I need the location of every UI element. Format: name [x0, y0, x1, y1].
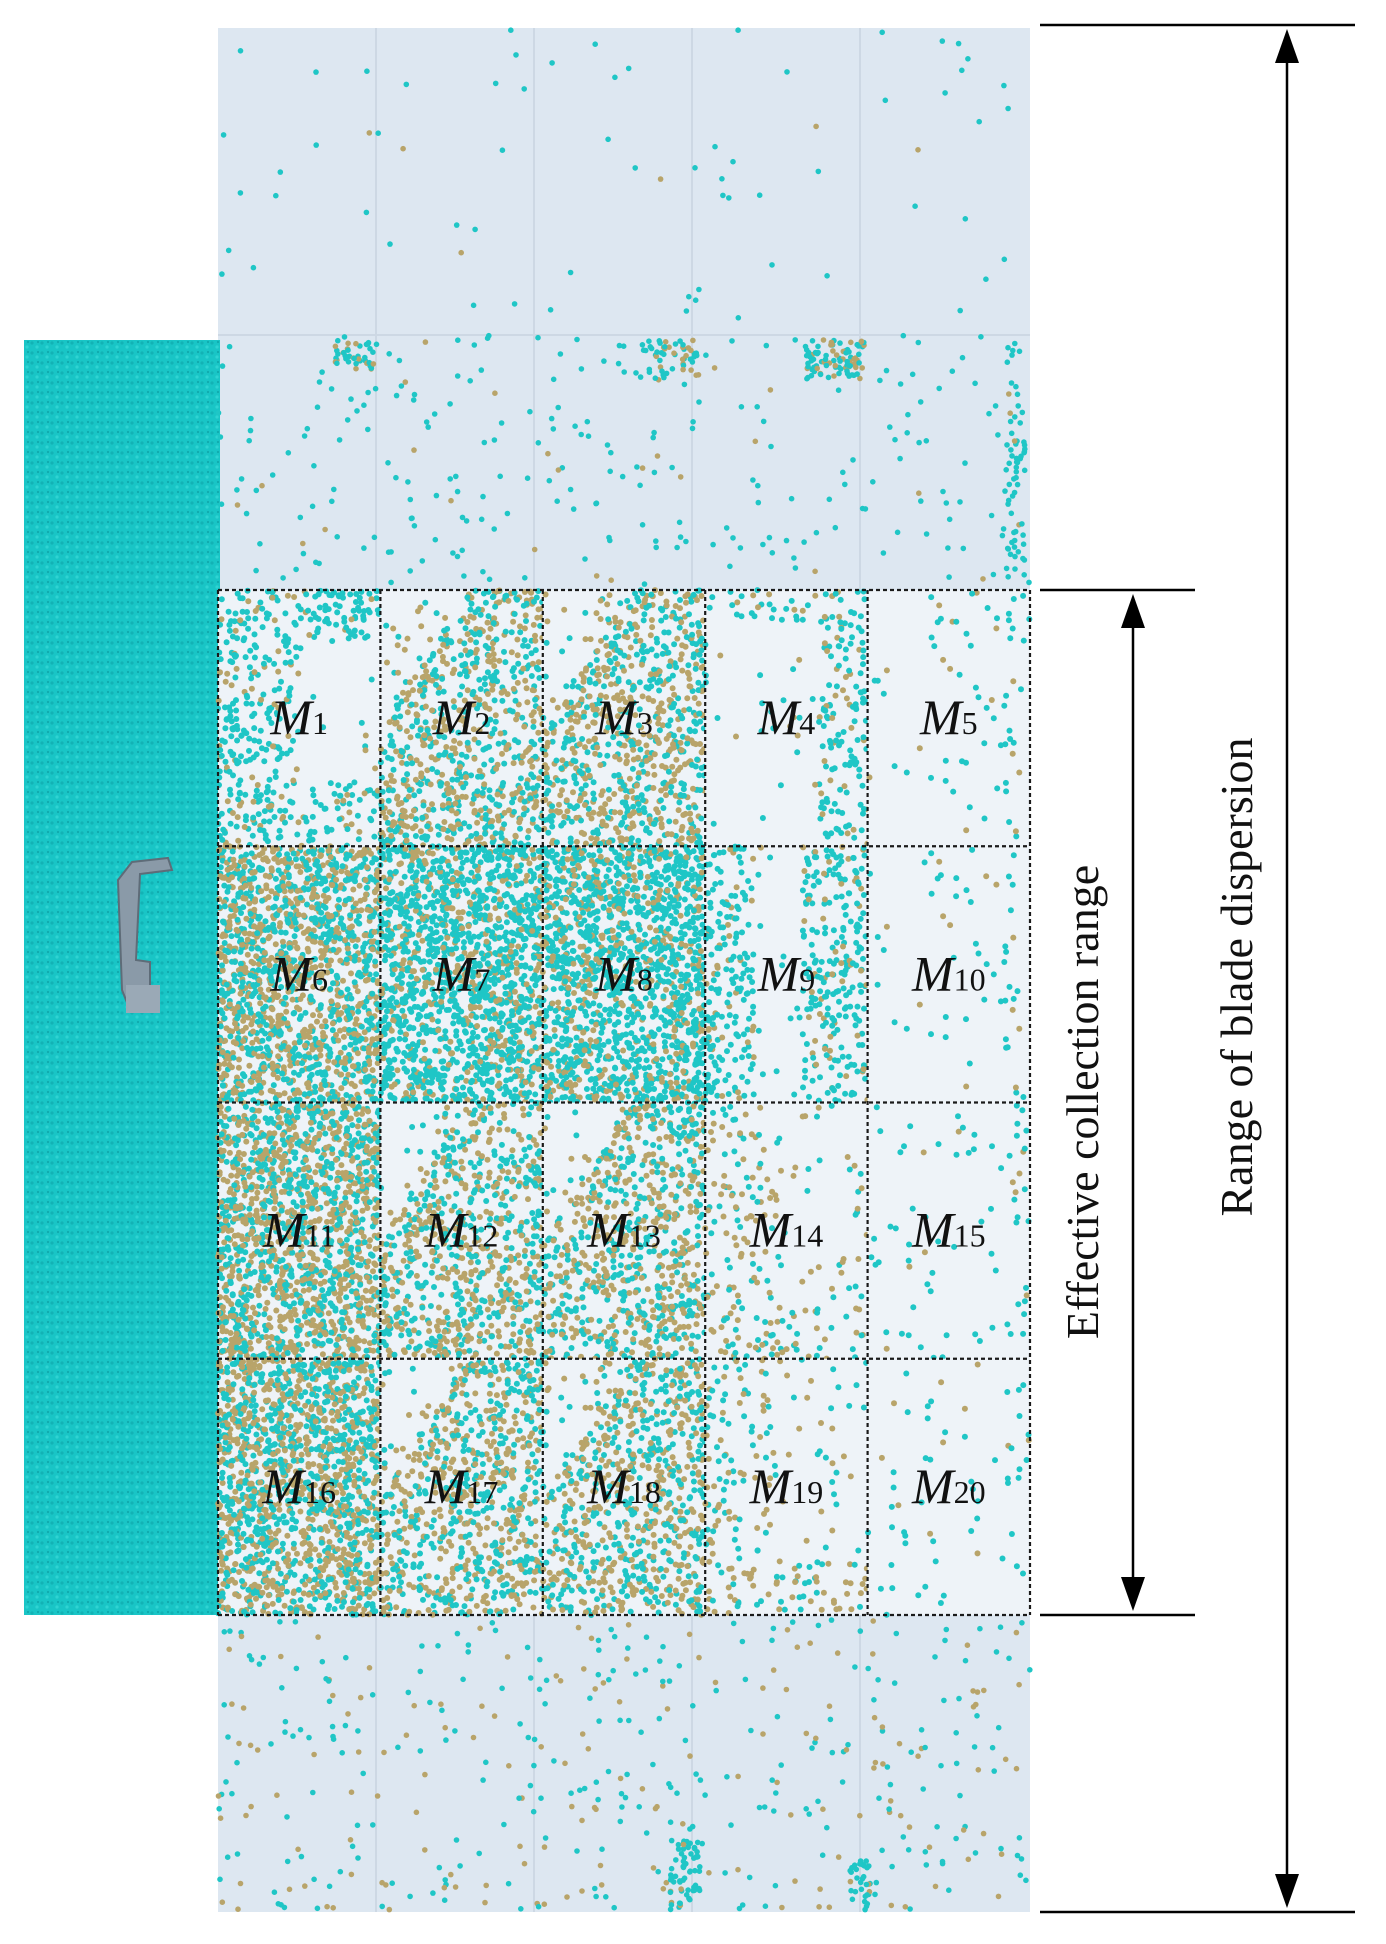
effective-arrowhead-top: [1121, 594, 1145, 628]
cell-label-m3: M3: [594, 689, 653, 745]
grid-cell-m4: [702, 587, 871, 847]
dispersion-range-label: Range of blade dispersion: [1211, 737, 1262, 1216]
grid-cell-m10: [867, 846, 1030, 1103]
grid-dashed-lines: [216, 588, 1032, 1617]
grid-cell-m20: [865, 1358, 1032, 1618]
grid-cell-m15: [867, 1102, 1032, 1361]
dispersion-arrowhead-top: [1275, 29, 1299, 63]
dispersion-arrowhead-bottom: [1275, 1874, 1299, 1908]
panel-seams: [218, 28, 1030, 1912]
grid-cell-m3: [540, 587, 708, 850]
grid-cell-m1: [215, 587, 384, 849]
cell-label-m12: M12: [424, 1202, 499, 1258]
cell-label-m13: M13: [586, 1202, 661, 1258]
grid-cell-m12: [377, 1099, 546, 1362]
cell-label-m18: M18: [586, 1458, 661, 1514]
cell-label-m9: M9: [757, 945, 816, 1001]
grid-cell-m9: [702, 843, 871, 1105]
cell-label-m20: M20: [911, 1458, 986, 1514]
effective-arrowhead-bottom: [1121, 1577, 1145, 1611]
cell-label-m19: M19: [749, 1458, 824, 1514]
grid-cell-m2: [377, 587, 546, 850]
grid-cell-m11: [215, 1099, 384, 1362]
grid-cell-m8: [539, 843, 709, 1106]
grid-cell-m16: [215, 1355, 384, 1618]
dispersion-range-dimension: [1040, 23, 1355, 1914]
cell-label-m6: M6: [269, 945, 328, 1001]
grid-cell-m5: [866, 589, 1033, 847]
grid-cell-m14: [702, 1102, 870, 1362]
lower-ground-panel: [218, 1615, 1030, 1912]
effective-range-dimension: [1040, 588, 1195, 1617]
cell-label-m11: M11: [262, 1202, 335, 1258]
cell-label-m10: M10: [911, 945, 986, 1001]
cell-label-m17: M17: [424, 1458, 499, 1514]
cell-label-m7: M7: [432, 945, 491, 1001]
cell-label-m2: M2: [432, 689, 491, 745]
grid-cell-m7: [377, 843, 546, 1106]
scattered-particles: [215, 27, 1033, 1913]
cell-label-m8: M8: [594, 945, 653, 1001]
upper-ground-panel: [218, 28, 1030, 590]
effective-range-label: Effective collection range: [1057, 865, 1108, 1339]
grid-cell-m19: [702, 1356, 870, 1616]
cell-label-m16: M16: [261, 1458, 336, 1514]
cell-label-m5: M5: [919, 689, 978, 745]
grid-cell-m6: [215, 843, 384, 1106]
cell-label-m4: M4: [757, 689, 816, 745]
grid-cell-m18: [539, 1355, 709, 1618]
cell-label-m14: M14: [749, 1202, 824, 1258]
cell-label-m15: M15: [911, 1202, 986, 1258]
grid-cells: [215, 587, 1033, 1618]
harvester-machine: [116, 856, 174, 1013]
cell-label-m1: M1: [269, 689, 328, 745]
